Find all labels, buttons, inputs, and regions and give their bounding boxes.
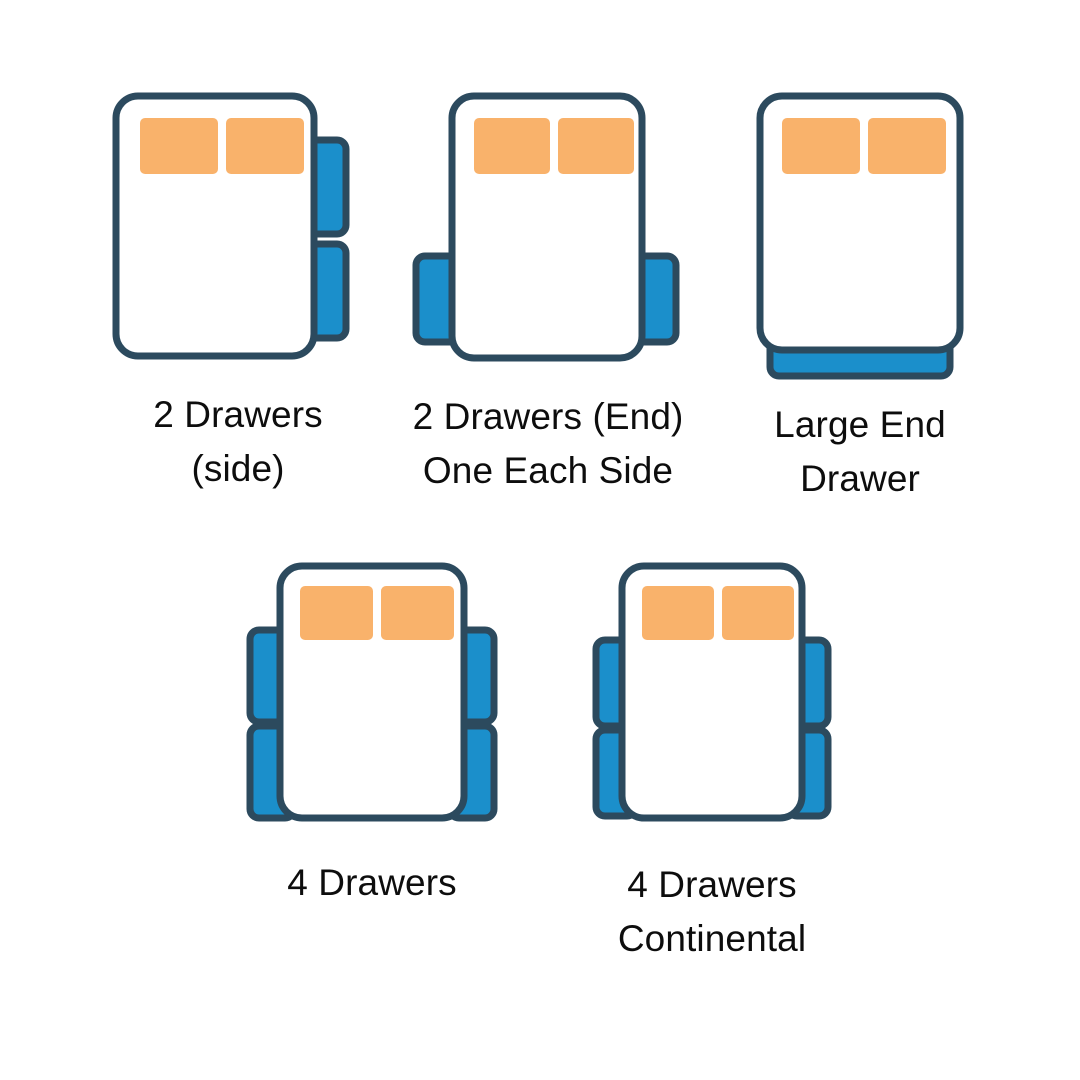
label-line: Large End [774, 404, 946, 445]
bed-icon-large-end-drawer [756, 92, 964, 380]
bed-diagram-two-drawers-side [108, 88, 368, 373]
pillow-left [642, 586, 714, 640]
bed-diagram-large-end-drawer [750, 88, 970, 383]
pillow-right [558, 118, 634, 174]
label-line: Continental [617, 917, 807, 959]
option-four-drawers[interactable]: 4 Drawers [242, 558, 502, 903]
option-two-drawers-side[interactable]: 2 Drawers (side) [108, 88, 368, 489]
pillow-left [300, 586, 373, 640]
pillow-right [226, 118, 304, 174]
bed-diagram-two-drawers-end [408, 88, 688, 373]
pillow-right [868, 118, 946, 174]
label-line: 2 Drawers [153, 394, 323, 435]
bed-icon-four-drawers-continental [592, 562, 832, 822]
pillow-right [381, 586, 454, 640]
pillow-left [782, 118, 860, 174]
pillow-right [722, 586, 794, 640]
bed-diagram-four-drawers-continental [588, 558, 836, 826]
option-label-large-end-drawer: Large End Drawer [774, 398, 946, 505]
label-line: Drawer [800, 457, 920, 499]
option-large-end-drawer[interactable]: Large End Drawer [750, 88, 970, 499]
option-label-four-drawers: 4 Drawers [287, 856, 457, 910]
option-label-two-drawers-end: 2 Drawers (End) One Each Side [413, 390, 684, 497]
option-label-two-drawers-side: 2 Drawers (side) [153, 388, 323, 495]
option-four-drawers-continental[interactable]: 4 Drawers Continental [588, 558, 836, 959]
label-line: (side) [191, 447, 285, 489]
label-line: 4 Drawers [627, 864, 797, 905]
bed-icon-two-drawers-side [112, 92, 350, 360]
pillow-left [474, 118, 550, 174]
option-two-drawers-end-one-each-side[interactable]: 2 Drawers (End) One Each Side [408, 88, 688, 491]
label-line: One Each Side [422, 449, 674, 491]
label-line: 4 Drawers [287, 862, 457, 903]
bed-diagram-four-drawers [242, 558, 502, 826]
bed-icon-four-drawers [246, 562, 498, 822]
bed-icon-two-drawers-end [412, 92, 680, 362]
option-label-four-drawers-continental: 4 Drawers Continental [618, 858, 806, 965]
label-line: 2 Drawers (End) [412, 396, 684, 437]
pillow-left [140, 118, 218, 174]
